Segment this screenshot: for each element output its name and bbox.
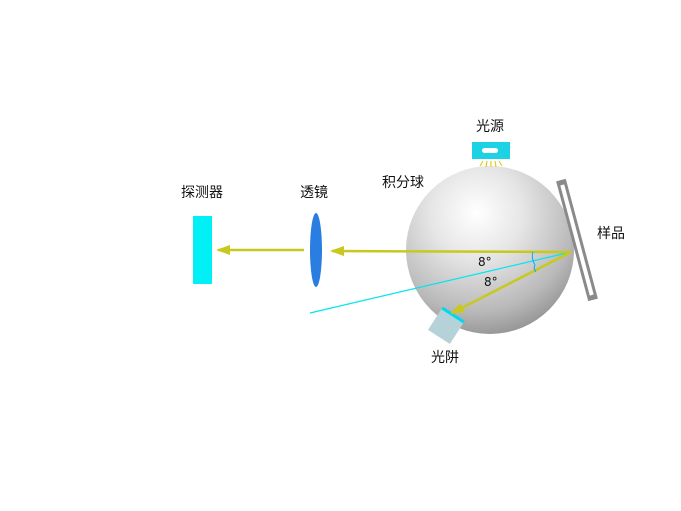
beam-to-trap: [450, 250, 572, 315]
light-source-rays: [479, 160, 503, 168]
angle-arc-lower: [533, 264, 537, 273]
lens-label: 透镜: [300, 185, 328, 201]
detector-label: 探测器: [181, 185, 223, 201]
light-trap-label: 光阱: [431, 350, 459, 366]
light-source-window: [482, 148, 498, 153]
integrating-sphere: [406, 166, 574, 334]
beam-to-lens: [330, 246, 572, 257]
light-source-label: 光源: [476, 119, 504, 135]
light-trap: [428, 306, 465, 344]
angle-label-upper: 8°: [478, 255, 492, 269]
sample-holder: [556, 178, 598, 302]
sphere-label: 积分球: [382, 175, 424, 191]
angle-label-lower: 8°: [484, 275, 498, 289]
angle-arc-upper: [531, 251, 536, 266]
detector: [193, 216, 212, 284]
sample-label: 样品: [597, 226, 625, 242]
scatter-ray: [309, 251, 572, 314]
lens: [310, 213, 322, 287]
